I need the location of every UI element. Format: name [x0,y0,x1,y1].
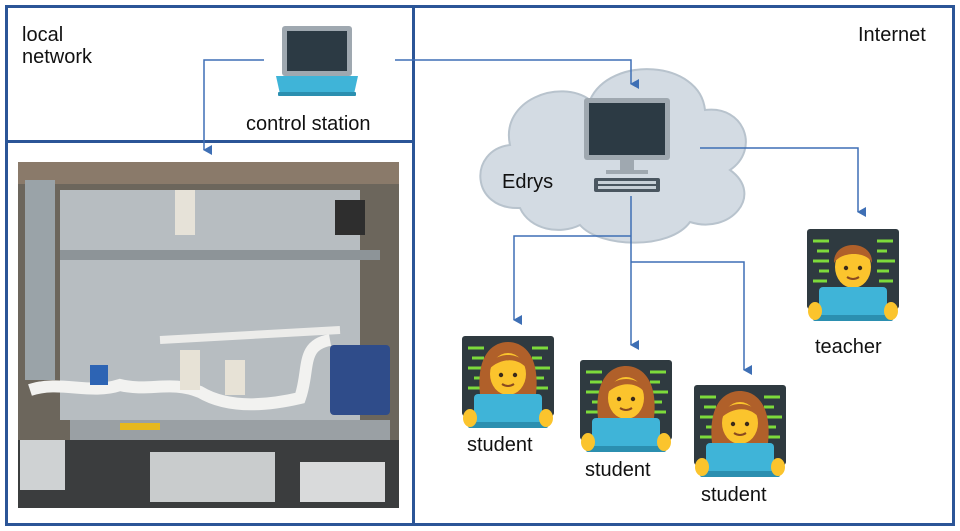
woman-technologist-icon [580,360,672,452]
desktop-computer-icon [584,98,670,192]
arrow-control-to-setup [203,59,264,155]
local-network-label-line2: network [22,46,93,68]
man-technologist-icon [807,229,899,321]
student-label-1: student [467,434,533,456]
woman-technologist-icon [694,385,786,477]
arrow-to-student-3 [631,261,752,375]
woman-technologist-icon [462,336,554,428]
arrow-edrys-to-teacher [700,147,866,217]
arrow-to-student-1 [513,235,631,325]
internet-label: Internet [858,24,926,46]
lab-apparatus-photo [18,162,399,508]
student-label-3: student [701,484,767,506]
local-network-label-line1: local [22,24,64,46]
edrys-label: Edrys [502,171,554,193]
laptop-icon [276,26,358,96]
control-station-label: control station [246,113,371,135]
arrow-control-to-edrys [395,59,639,89]
local-network-label: local network [22,24,92,68]
teacher-label: teacher [815,336,882,358]
student-label-2: student [585,459,651,481]
internet-frame [412,5,955,526]
